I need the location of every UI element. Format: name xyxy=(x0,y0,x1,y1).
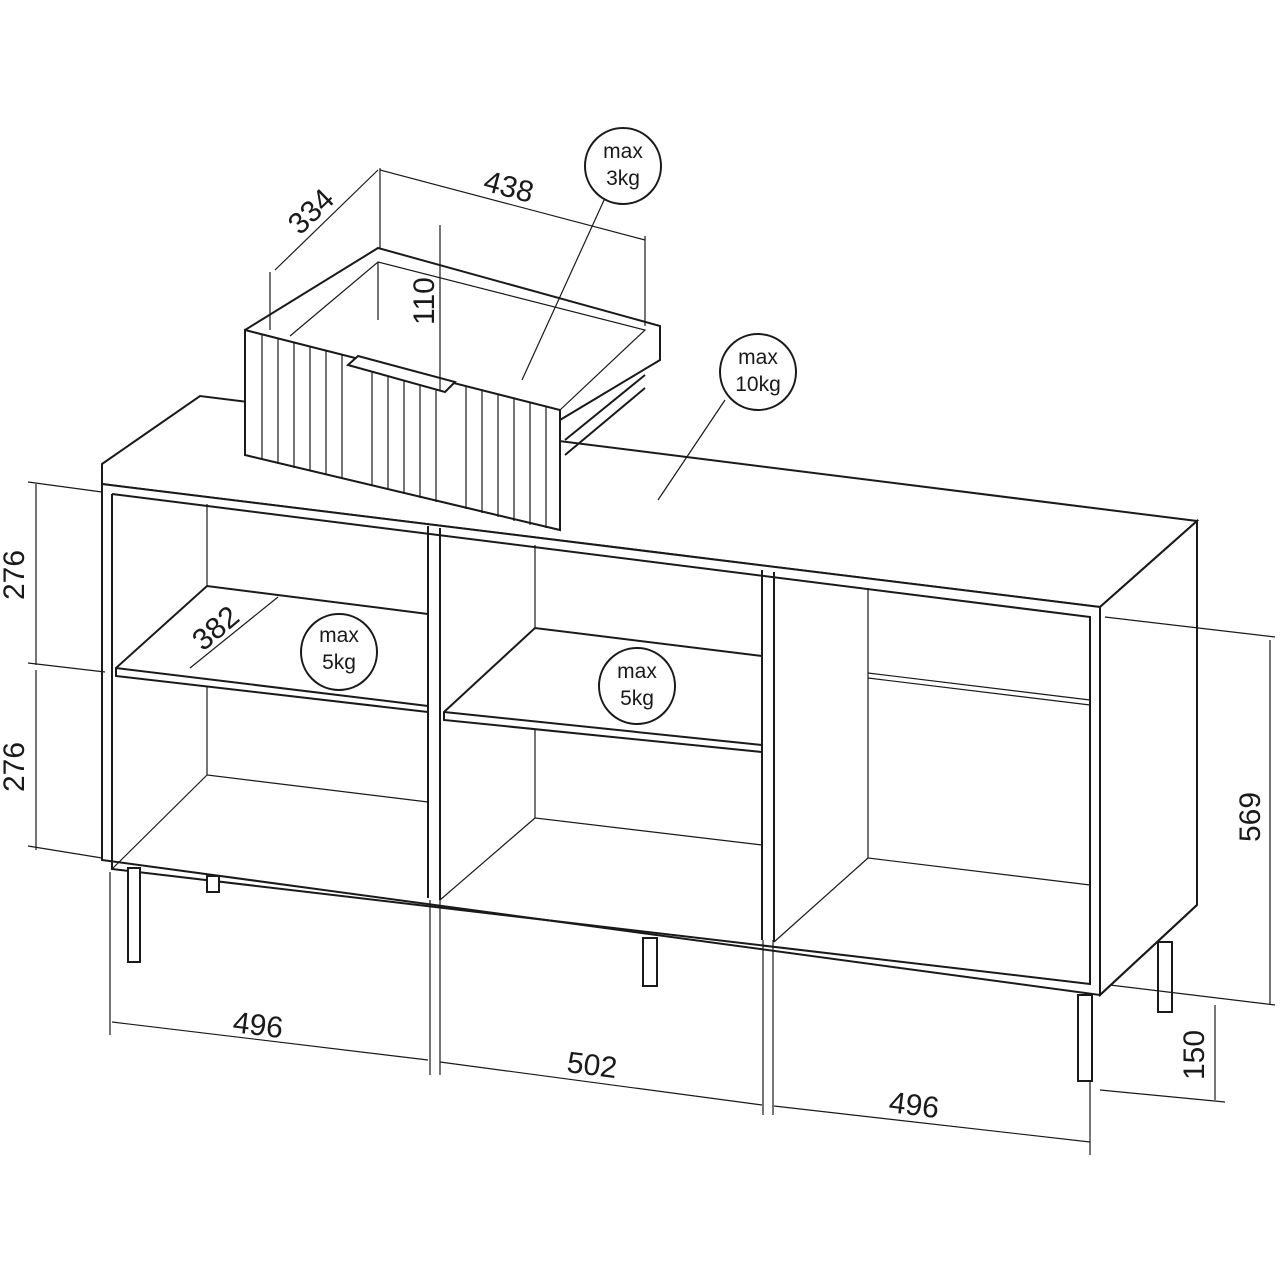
callout-text: max xyxy=(603,140,643,163)
callout-text: max xyxy=(617,660,657,683)
drawer-depth-label: 334 xyxy=(282,183,341,242)
callout-shelf-middle-load: max 5kg xyxy=(598,647,676,725)
callout-text: max xyxy=(738,346,778,369)
callout-text: 5kg xyxy=(322,651,356,674)
callout-text: max xyxy=(319,624,359,647)
leg-height-label: 150 xyxy=(1178,1030,1211,1080)
drawer-handle xyxy=(345,354,457,394)
lower-height-label: 276 xyxy=(0,742,31,792)
callout-drawer-load: max 3kg xyxy=(584,127,662,205)
drawer xyxy=(244,246,661,532)
callout-text: 5kg xyxy=(620,687,654,710)
drawer-height-label: 110 xyxy=(408,277,441,325)
legs xyxy=(127,867,1173,1082)
width-right-label: 496 xyxy=(887,1086,941,1125)
width-left-label: 496 xyxy=(231,1006,285,1045)
callout-shelf-left-load: max 5kg xyxy=(300,613,378,691)
width-middle-label: 502 xyxy=(565,1046,619,1085)
upper-height-label: 276 xyxy=(0,550,31,600)
callout-text: 10kg xyxy=(735,373,781,396)
drawer-width-label: 438 xyxy=(480,165,537,210)
callout-text: 3kg xyxy=(606,167,640,190)
body-height-label: 569 xyxy=(1234,792,1267,842)
dimension-lines xyxy=(27,168,1276,1155)
callout-top-load: max 10kg xyxy=(719,333,797,411)
